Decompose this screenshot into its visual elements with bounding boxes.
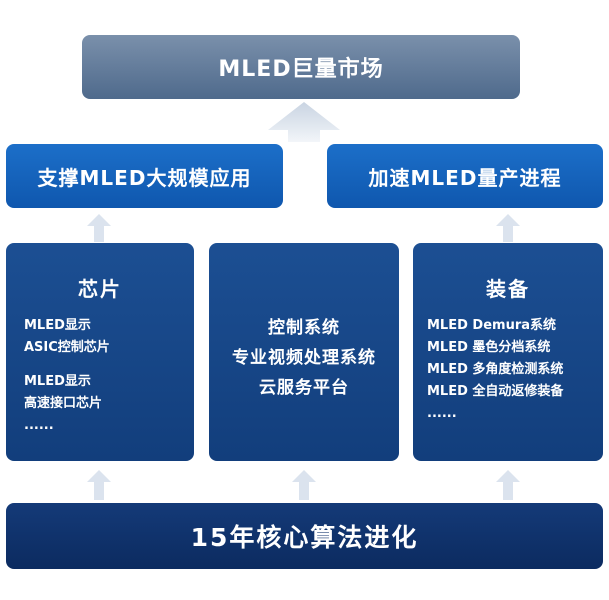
list-item: ASIC控制芯片: [24, 340, 110, 355]
list-item: 控制系统: [268, 318, 340, 338]
up-arrow-icon: [87, 214, 111, 242]
algorithm-foundation-box: 15年核心算法进化: [6, 503, 603, 569]
list-item: 高速接口芯片: [24, 396, 103, 411]
list-item: MLED 全自动返修装备: [427, 384, 564, 399]
chip-column: 芯片 MLED显示 ASIC控制芯片 MLED显示 高速接口芯片 ......: [6, 243, 194, 461]
list-item: MLED Demura系统: [427, 318, 557, 333]
mled-market-label: MLED巨量市场: [218, 57, 384, 82]
system-list: 控制系统 专业视频处理系统 云服务平台: [209, 313, 399, 403]
list-item: ......: [24, 418, 54, 433]
list-item: 云服务平台: [259, 378, 349, 398]
chip-title: 芯片: [78, 277, 122, 301]
support-mled-label: 支撑MLED大规模应用: [37, 165, 252, 190]
equipment-list: MLED Demura系统 MLED 墨色分档系统 MLED 多角度检测系统 M…: [427, 315, 597, 425]
list-item: ......: [427, 406, 457, 421]
equipment-title: 装备: [486, 277, 530, 301]
list-item: MLED显示: [24, 318, 91, 333]
list-item: MLED显示: [24, 374, 91, 389]
up-arrow-icon: [292, 470, 316, 500]
support-mled-box: 支撑MLED大规模应用: [6, 144, 283, 208]
algorithm-foundation-label: 15年核心算法进化: [190, 523, 419, 552]
list-gap: [24, 359, 188, 371]
list-item: MLED 墨色分档系统: [427, 340, 551, 355]
list-item: 专业视频处理系统: [232, 348, 376, 368]
up-arrow-icon: [496, 214, 520, 242]
list-item: MLED 多角度检测系统: [427, 362, 564, 377]
chip-list: MLED显示 ASIC控制芯片 MLED显示 高速接口芯片 ......: [24, 315, 188, 437]
system-column: 控制系统 专业视频处理系统 云服务平台: [209, 243, 399, 461]
accelerate-mled-label: 加速MLED量产进程: [368, 165, 562, 190]
equipment-column: 装备 MLED Demura系统 MLED 墨色分档系统 MLED 多角度检测系…: [413, 243, 603, 461]
up-arrow-icon: [496, 470, 520, 500]
mled-market-box: MLED巨量市场: [82, 35, 520, 99]
up-arrow-icon: [268, 102, 340, 142]
accelerate-mled-box: 加速MLED量产进程: [327, 144, 603, 208]
up-arrow-icon: [87, 470, 111, 500]
